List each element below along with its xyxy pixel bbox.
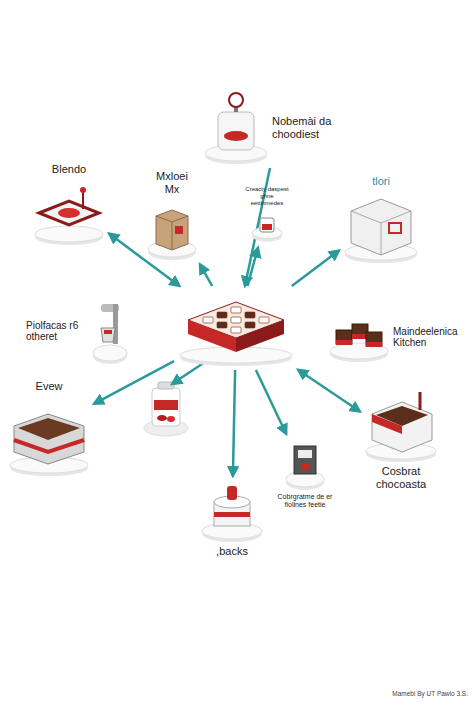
process-node: Evew <box>8 380 90 476</box>
flow-arrow <box>298 370 360 412</box>
node-icon <box>328 312 390 362</box>
node-label: Nobemài da choodiest <box>272 115 354 140</box>
process-node: Piolfacas r6 otheret <box>26 298 129 364</box>
node-icon <box>178 290 294 366</box>
process-node <box>178 290 294 366</box>
node-icon <box>343 191 419 263</box>
process-node: Cobrgratme de er fiollnes feetie <box>272 438 338 509</box>
flow-arrow <box>248 248 259 286</box>
node-icon <box>250 210 284 244</box>
node-label: Blendo <box>52 163 86 176</box>
node-label: Evew <box>36 380 63 393</box>
flow-arrow <box>256 370 286 434</box>
node-icon <box>364 388 438 462</box>
process-node: ,backs <box>200 480 264 558</box>
process-node: Blendo <box>33 163 105 245</box>
process-node: Maindeelenica Kitchen <box>328 312 473 362</box>
node-icon <box>203 92 269 164</box>
flow-arrow <box>94 361 174 404</box>
flow-arrow <box>233 370 235 476</box>
watermark: Mamebi By UT Pawlo 3.S. <box>392 690 468 697</box>
process-node: Creacty daspest ghne eettinmedes <box>245 186 289 244</box>
process-node: Cosbrat chocoasta <box>364 388 438 490</box>
node-label: Cosbrat chocoasta <box>368 465 434 490</box>
node-label: Maindeelenica Kitchen <box>393 326 473 349</box>
node-icon <box>91 298 129 364</box>
node-label: ,backs <box>216 545 248 558</box>
flow-arrow <box>292 250 339 286</box>
node-label: Piolfacas r6 otheret <box>26 320 88 343</box>
node-label: Mxloei Mx <box>152 170 192 195</box>
node-icon <box>33 179 105 245</box>
node-label: Cobrgratme de er fiollnes feetie <box>272 493 338 509</box>
process-node: Nobemài da choodiest <box>203 92 354 164</box>
node-label: tlori <box>372 175 390 188</box>
leader-line <box>172 362 205 384</box>
process-node: tlori <box>343 175 419 263</box>
process-node: Mxloei Mx <box>146 170 198 260</box>
flow-arrow <box>200 264 212 286</box>
node-label: Creacty daspest ghne eettinmedes <box>245 186 289 207</box>
node-icon <box>284 438 326 490</box>
node-icon <box>8 396 90 476</box>
node-icon <box>200 480 264 542</box>
jar-icon <box>144 382 188 436</box>
node-icon <box>146 198 198 260</box>
